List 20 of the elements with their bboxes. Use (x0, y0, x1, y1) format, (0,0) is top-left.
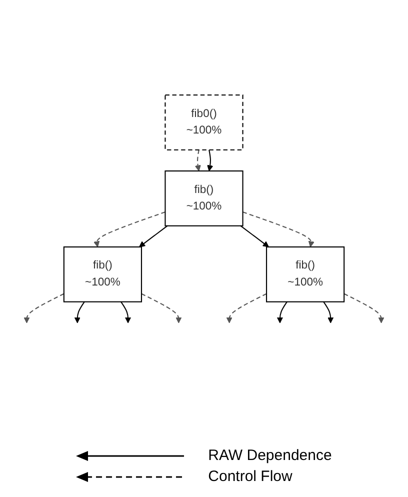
node-box: fib() ~100% (164, 170, 244, 226)
arrow (141, 293, 182, 324)
arrow (207, 150, 214, 172)
node-box: fib() ~100% (63, 246, 142, 302)
node-box: fib() ~100% (266, 246, 345, 302)
arrow (24, 293, 64, 324)
arrow (74, 302, 85, 324)
arrow (323, 302, 334, 324)
arrow (139, 225, 168, 248)
arrow (120, 302, 132, 324)
arrow (226, 293, 267, 324)
legend-text: Control Flow (208, 468, 292, 485)
arrow (240, 225, 269, 248)
arrow (94, 212, 166, 248)
legend-text: RAW Dependence (208, 447, 332, 464)
arrow (242, 212, 314, 248)
arrow (276, 302, 288, 324)
arrow (344, 293, 384, 324)
arrow (194, 150, 201, 172)
node-box: fib0() ~100% (164, 94, 244, 150)
